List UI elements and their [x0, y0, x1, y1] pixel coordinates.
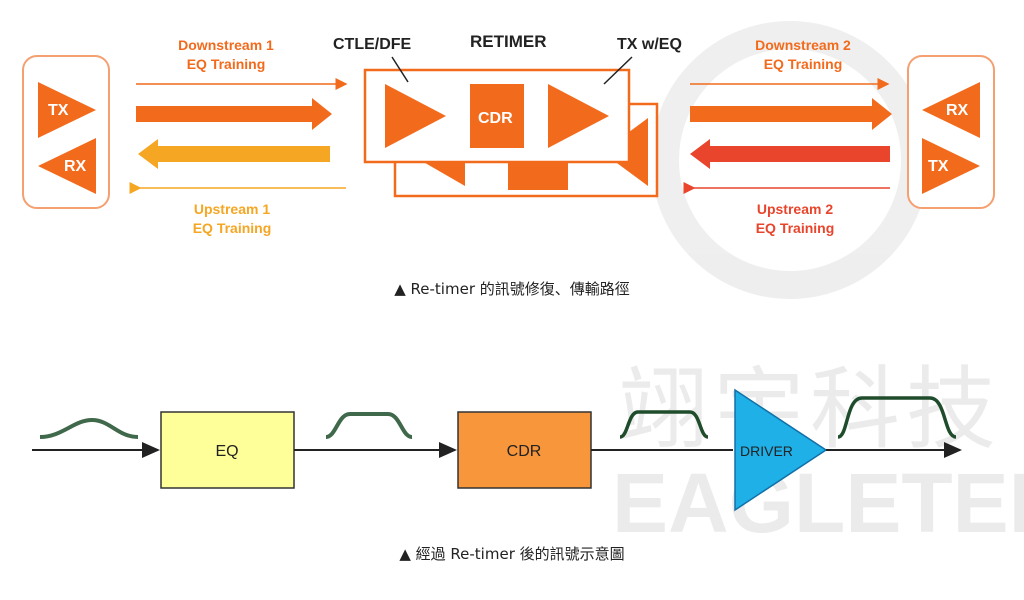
- tx-eq-triangle: [548, 84, 609, 148]
- cdr-bottom-block: [457, 411, 592, 489]
- driver-label: DRIVER: [740, 443, 793, 459]
- ctle-dfe-triangle: [385, 84, 446, 148]
- downstream1-label: Downstream 1 EQ Training: [178, 37, 274, 72]
- downstream1-thick-arrow: [136, 98, 332, 130]
- waveform-degraded: [39, 417, 139, 439]
- waveform-after-driver: [837, 396, 957, 439]
- tx-eq-label: TX w/EQ: [617, 36, 682, 53]
- upstream1-thick-arrow: [138, 139, 330, 169]
- waveform-after-cdr: [619, 410, 709, 439]
- watermark-latin: EAGLETEK: [612, 456, 1024, 550]
- upstream2-line1: Upstream 2: [757, 201, 833, 217]
- upstream1-line2: EQ Training: [193, 220, 272, 236]
- txeq-pointer: [603, 56, 633, 85]
- ctle-pointer: [391, 56, 409, 83]
- retimer-title: RETIMER: [470, 32, 547, 51]
- upstream1-line1: Upstream 1: [194, 201, 270, 217]
- right-tx-triangle: [922, 138, 980, 194]
- upstream2-label: Upstream 2 EQ Training: [756, 201, 835, 236]
- left-endpoint: TX RX: [22, 55, 110, 209]
- waveform-after-eq: [325, 412, 413, 439]
- upstream1-label: Upstream 1 EQ Training: [193, 201, 272, 236]
- downstream2-line2: EQ Training: [764, 56, 843, 72]
- left-rx-label: RX: [64, 158, 87, 175]
- bottom-caption: ▲ 經過 Re-timer 後的訊號示意圖: [399, 545, 625, 563]
- retimer-front-box: CDR: [363, 68, 631, 164]
- downstream2-label: Downstream 2 EQ Training: [755, 37, 851, 72]
- downstream1-line1: Downstream 1: [178, 37, 274, 53]
- right-rx-label: RX: [946, 102, 969, 119]
- cdr-bottom-label: CDR: [507, 443, 542, 460]
- cdr-label: CDR: [478, 110, 513, 127]
- cdr-block: [470, 84, 524, 148]
- upstream2-thick-arrow: [690, 139, 890, 169]
- left-tx-triangle: [38, 82, 96, 138]
- top-caption: ▲ Re-timer 的訊號修復、傳輸路徑: [394, 280, 630, 298]
- upstream2-line2: EQ Training: [756, 220, 835, 236]
- downstream2-thick-arrow: [690, 98, 892, 130]
- right-rx-triangle: [922, 82, 980, 138]
- right-tx-label: TX: [928, 158, 949, 175]
- driver-triangle: [734, 388, 828, 512]
- right-endpoint: RX TX: [907, 55, 995, 209]
- eq-label: EQ: [215, 443, 238, 460]
- left-rx-triangle: [38, 138, 96, 194]
- left-tx-label: TX: [48, 102, 69, 119]
- downstream2-line1: Downstream 2: [755, 37, 851, 53]
- downstream1-line2: EQ Training: [187, 56, 266, 72]
- ctle-dfe-label: CTLE/DFE: [333, 36, 412, 53]
- eq-block: [160, 411, 295, 489]
